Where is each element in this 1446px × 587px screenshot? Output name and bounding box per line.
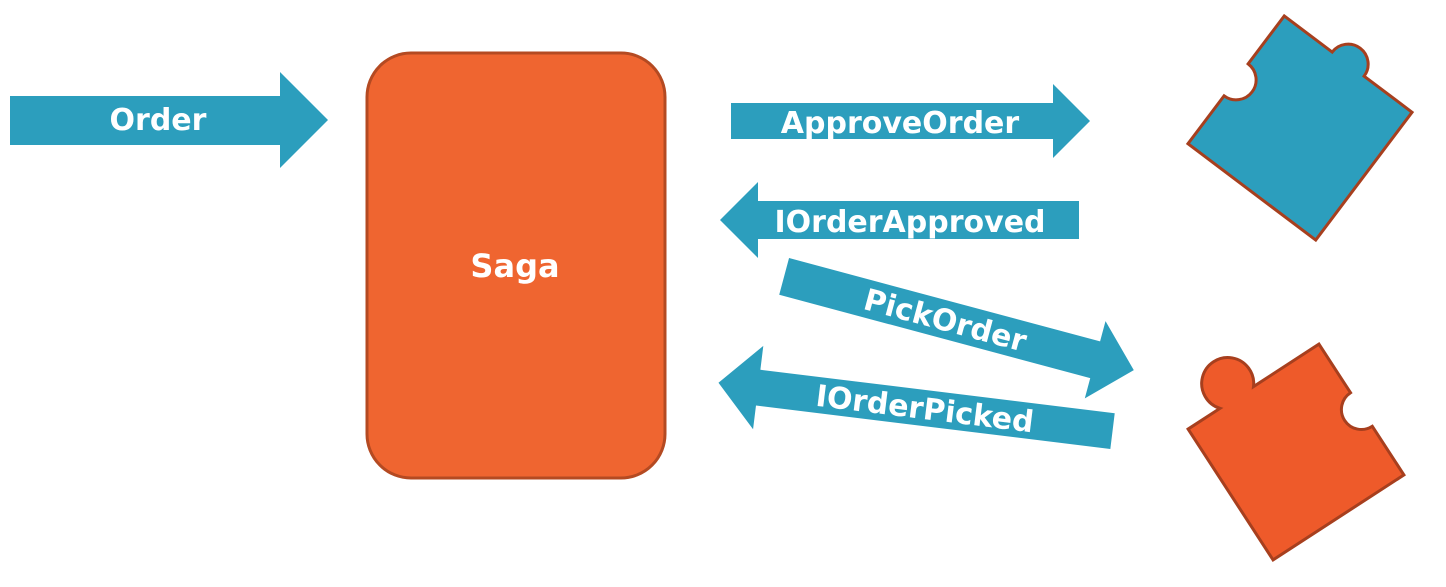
pick-order-label: PickOrder [860, 283, 1030, 360]
order-picked-label: IOrderPicked [814, 379, 1036, 440]
approve-order-label: ApproveOrder [781, 106, 1020, 141]
order-arrow-label: Order [110, 103, 207, 138]
order-approved-arrow: IOrderApproved [720, 182, 1079, 258]
puzzle-piece-icon [1185, 13, 1415, 243]
puzzle-piece-icon [1186, 342, 1406, 562]
order-approved-label: IOrderApproved [774, 205, 1045, 240]
approve-order-arrow: ApproveOrder [731, 84, 1090, 158]
saga-label: Saga [470, 247, 559, 285]
saga-box: Saga [365, 51, 667, 480]
order-arrow: Order [10, 72, 328, 168]
